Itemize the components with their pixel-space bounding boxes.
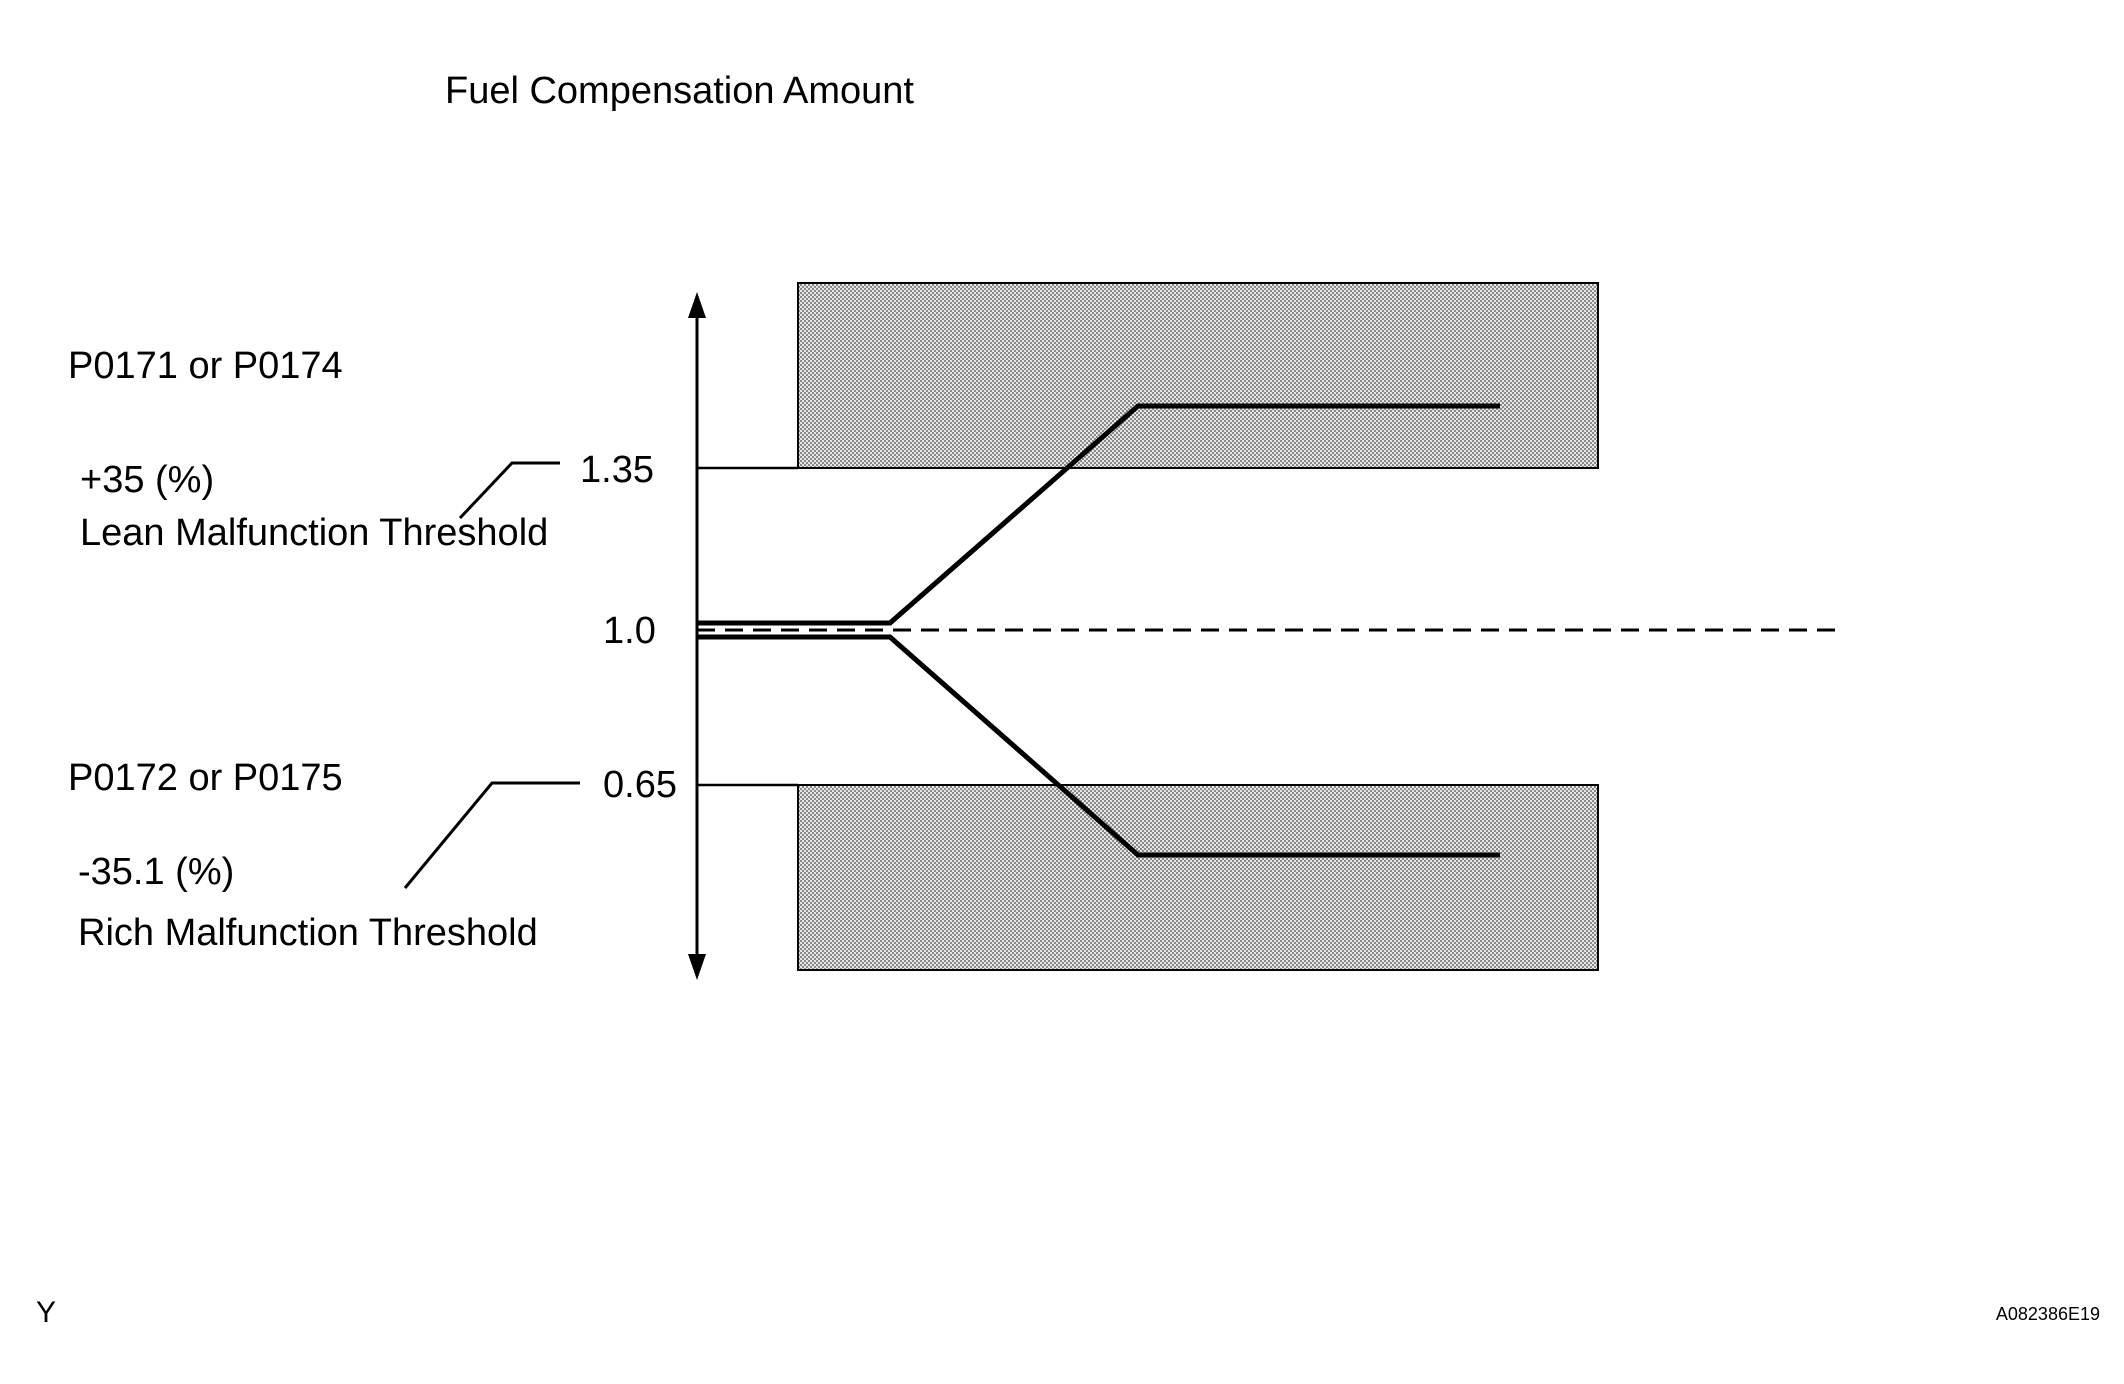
lean-malfunction-zone <box>797 282 1599 469</box>
rich-percent: -35.1 (%) <box>78 851 234 893</box>
tick-label-rich: 0.65 <box>603 764 677 806</box>
lean-leader-line <box>458 461 560 520</box>
rich-compensation-curve <box>697 634 1500 858</box>
footer-left-mark: Y <box>36 1296 56 1329</box>
axis-up-arrow-icon <box>688 292 706 318</box>
tick-label-lean: 1.35 <box>580 449 654 491</box>
lean-dtc-codes: P0171 or P0174 <box>68 345 343 387</box>
figure-id: A082386E19 <box>1996 1304 2100 1324</box>
rich-leader-line <box>403 781 580 889</box>
rich-dtc-codes: P0172 or P0175 <box>68 757 343 799</box>
lean-compensation-curve <box>697 403 1500 626</box>
axis-down-arrow-icon <box>688 954 706 980</box>
lean-percent: +35 (%) <box>80 459 214 501</box>
lean-threshold-label: Lean Malfunction Threshold <box>80 512 548 554</box>
rich-malfunction-zone <box>797 784 1599 971</box>
diagram-title: Fuel Compensation Amount <box>445 70 914 112</box>
rich-threshold-label: Rich Malfunction Threshold <box>78 912 538 954</box>
tick-label-center: 1.0 <box>603 610 656 652</box>
